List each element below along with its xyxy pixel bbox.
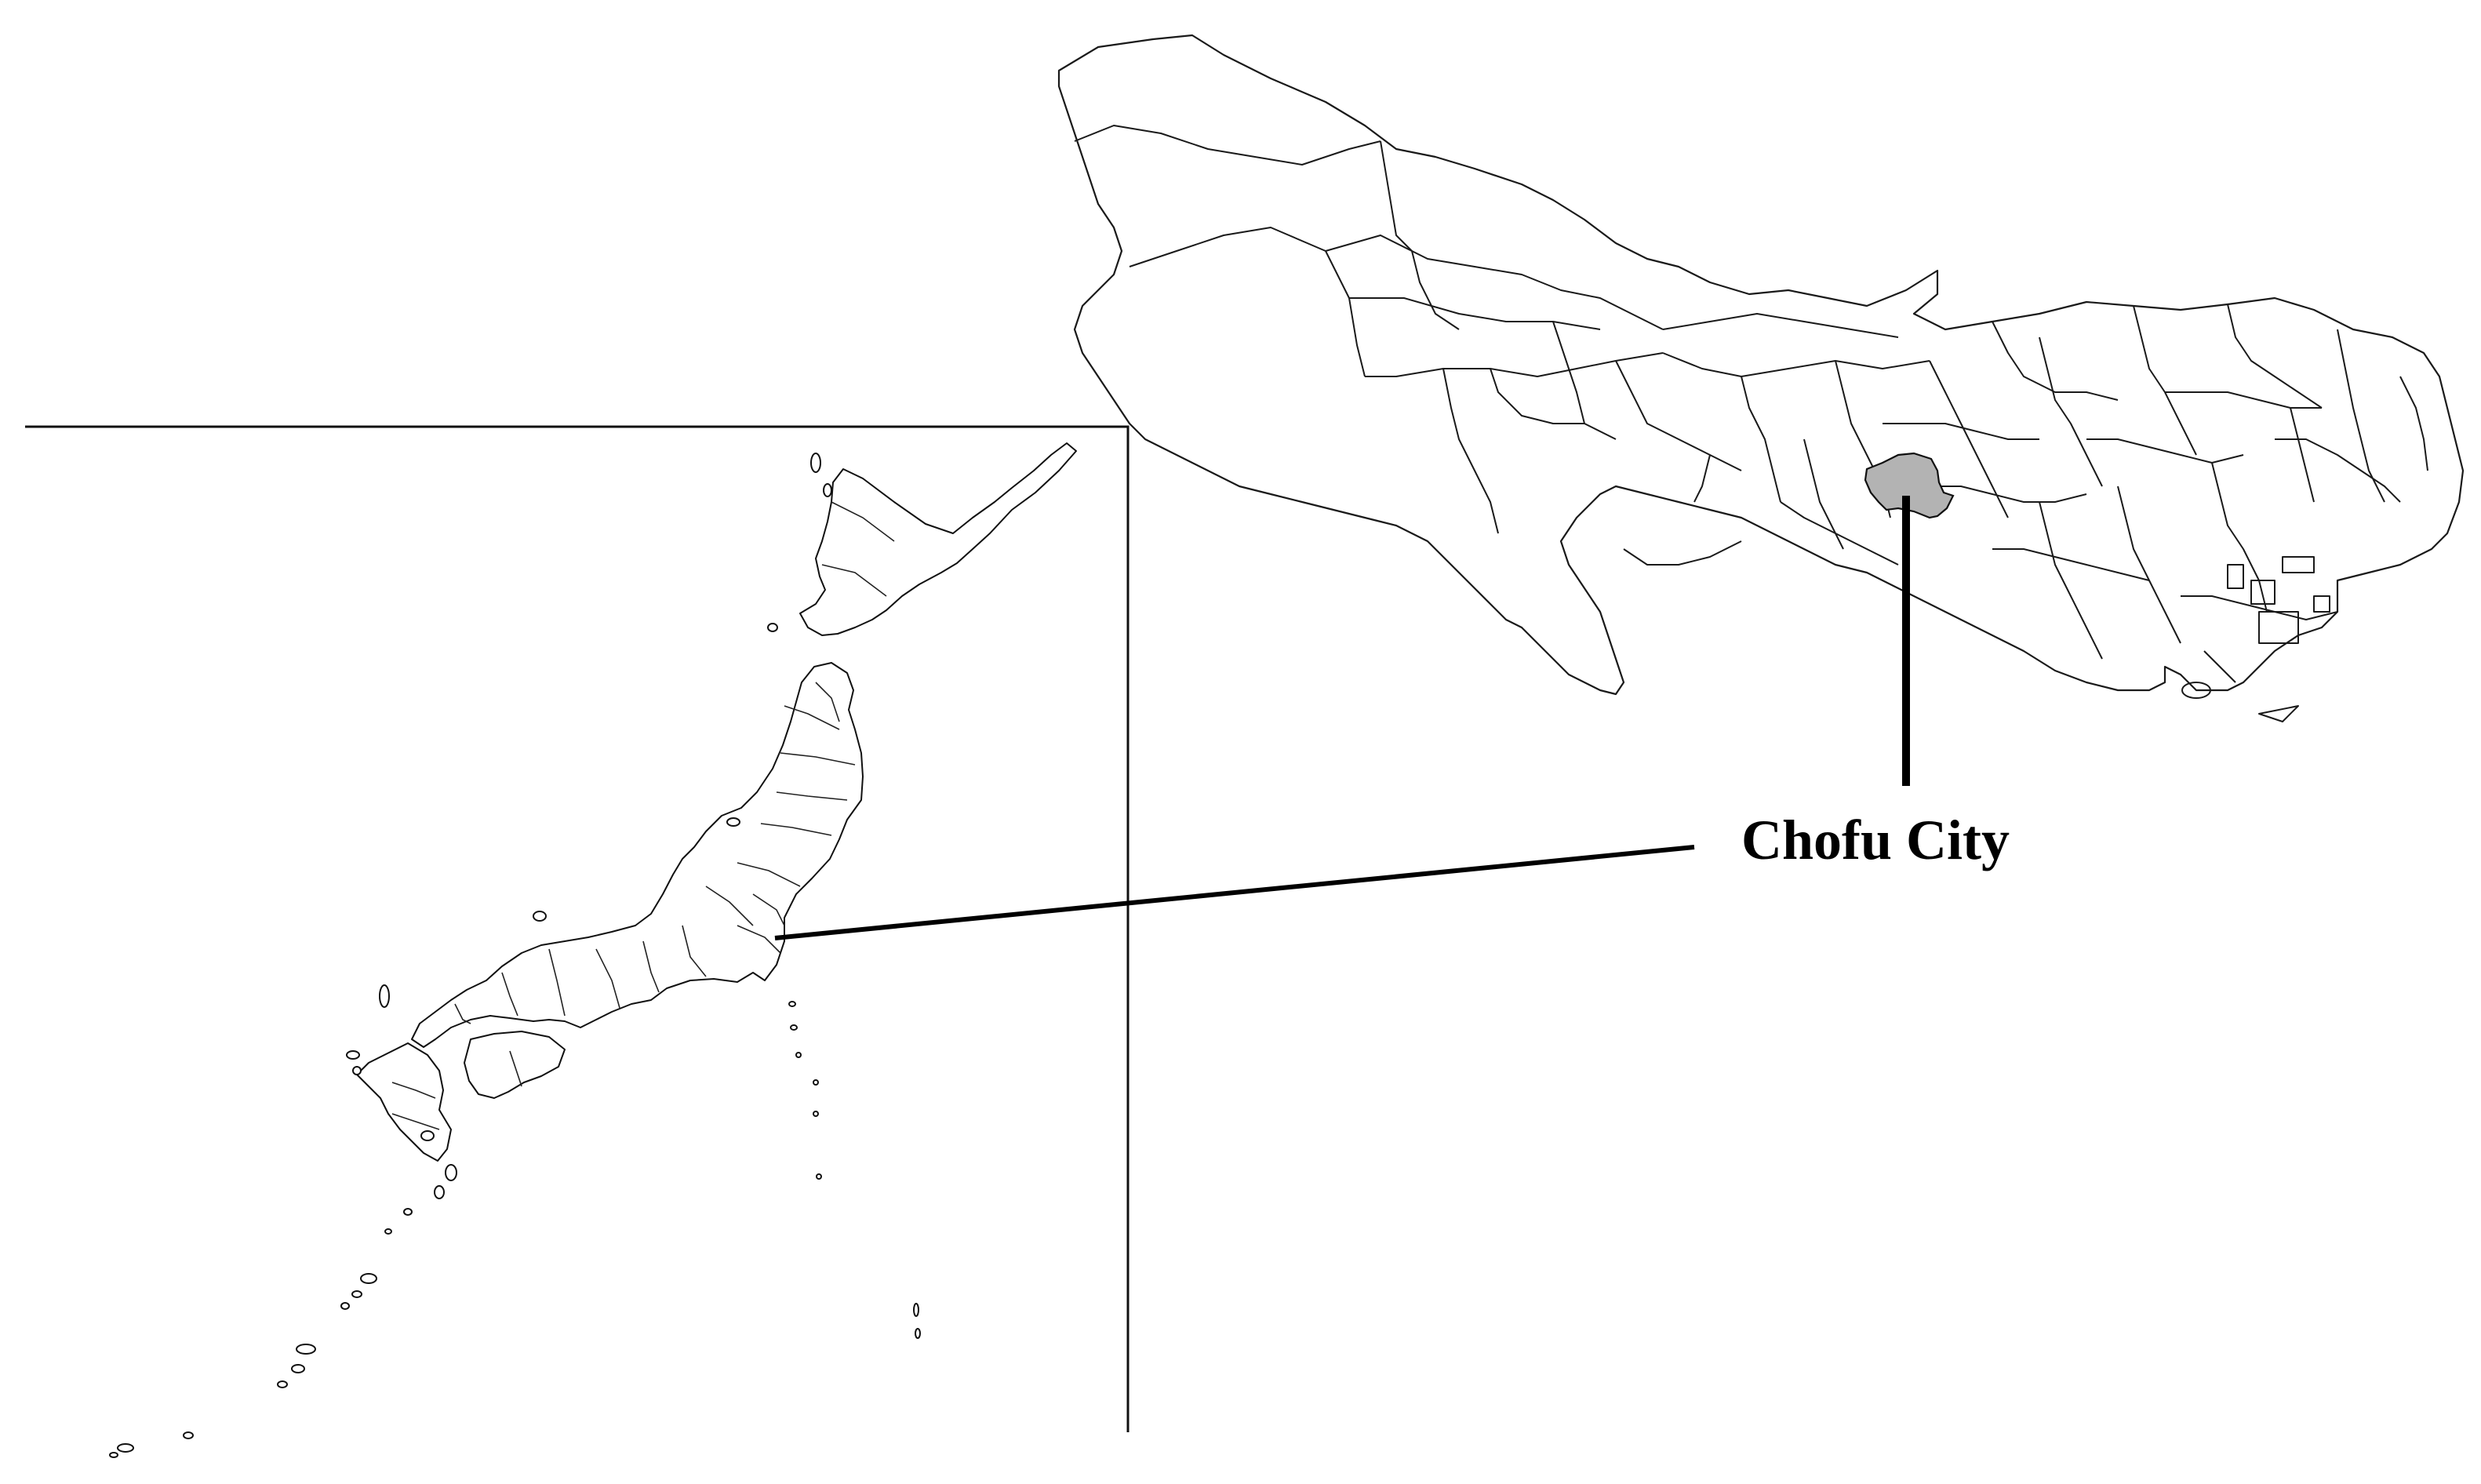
prefecture-borders [391, 501, 895, 1130]
tokyo-outline [1057, 34, 2465, 696]
municipal-borders [1074, 125, 2428, 660]
japan-map [109, 442, 1077, 1458]
inset-frame [25, 425, 1130, 1432]
outlying-islands [109, 453, 921, 1458]
tokyo-map [1057, 34, 2465, 722]
chofu-city-area [1864, 452, 1955, 519]
bay-details [2181, 556, 2330, 722]
japan-to-label-leader [774, 845, 1695, 940]
hokkaido [799, 442, 1077, 636]
honshu [411, 662, 864, 1048]
chofu-city-label: Chofu City [1741, 809, 2010, 871]
kyushu [356, 1042, 452, 1162]
leader-lines [774, 496, 1910, 940]
